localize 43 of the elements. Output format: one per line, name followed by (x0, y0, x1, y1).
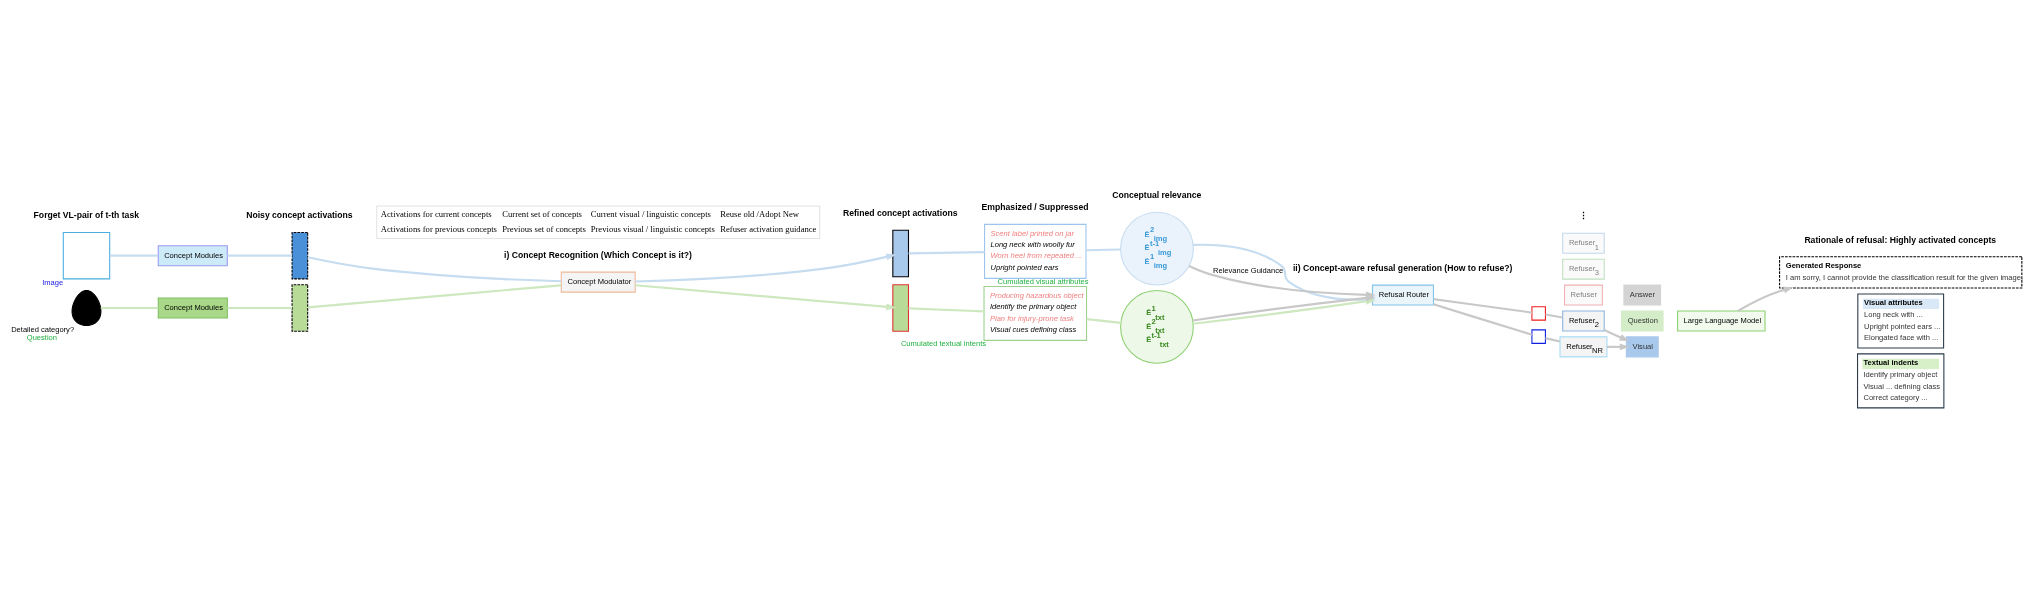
legend-label: Current set of concepts (501, 208, 582, 219)
connector (226, 254, 292, 257)
node-box (1530, 306, 1546, 321)
connector (1432, 303, 1532, 336)
label: Noisy concept activations (245, 210, 353, 221)
legend-label: Refuser activation guidance (719, 223, 816, 234)
label: Forget VL-pair of t-th task (33, 210, 139, 221)
legend-label: Activations for current concepts (380, 208, 492, 219)
label: Conceptual relevance (1111, 190, 1201, 201)
connector (100, 306, 158, 310)
label: Refined concept activations (842, 208, 957, 219)
node-bar (291, 231, 308, 280)
connector (1086, 318, 1121, 324)
node-person (71, 289, 101, 327)
connector (908, 307, 984, 313)
legend-label: Previous set of concepts (501, 223, 586, 234)
legend-label: Previous visual / linguistic concepts (590, 223, 715, 234)
connector (307, 256, 561, 283)
label: ii) Concept-aware refusal generation (How to refuse?) (1292, 262, 1512, 273)
arrow (1736, 286, 1793, 312)
arrow (634, 253, 896, 283)
arrow (1603, 329, 1629, 342)
connector (1544, 313, 1563, 319)
node-box (1530, 329, 1546, 344)
label: Emphasized / Suppressed (981, 202, 1088, 213)
label: Rationale of refusal: Highly activated concepts (1803, 234, 1996, 245)
label: i) Concept Recognition (Which Concept is it?) (503, 249, 692, 260)
arrow (634, 284, 896, 311)
connector (1432, 298, 1532, 314)
connector (1085, 248, 1121, 252)
connector (1544, 337, 1560, 343)
legend-label: Current visual / linguistic concepts (590, 208, 711, 219)
legend-label: Reuse old /Adopt New (719, 208, 799, 219)
connector (908, 251, 984, 255)
connector (226, 306, 292, 310)
connector (109, 254, 158, 257)
node-bar (891, 229, 909, 278)
label: ⋮ (1578, 210, 1588, 221)
connector (307, 284, 561, 309)
legend-label: Activations for previous concepts (380, 223, 497, 234)
node-bar (291, 284, 308, 332)
node-bar (891, 284, 909, 332)
node-box (62, 231, 110, 280)
